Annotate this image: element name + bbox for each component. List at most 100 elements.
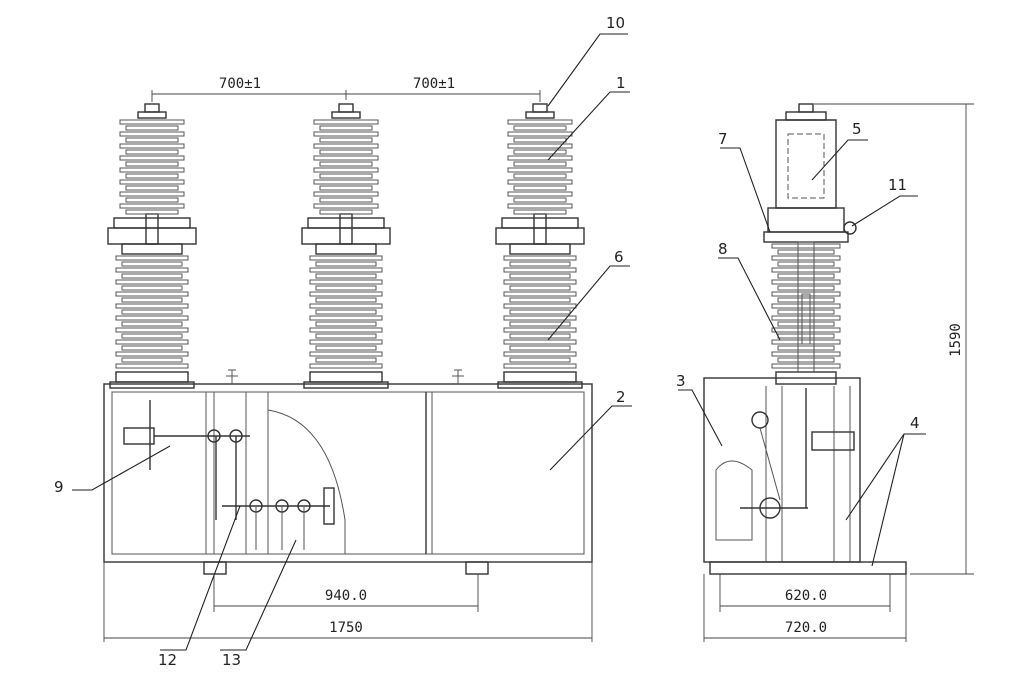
insulator-shed bbox=[771, 255, 841, 261]
callout-10: 10 bbox=[606, 14, 625, 32]
insulator-shed bbox=[313, 155, 379, 161]
insulator-shed bbox=[309, 351, 383, 357]
insulator-shed bbox=[125, 149, 179, 155]
callout-6: 6 bbox=[614, 248, 624, 266]
insulator-shed bbox=[313, 179, 379, 185]
insulator-shed bbox=[503, 267, 577, 273]
callout-1: 1 bbox=[616, 74, 626, 92]
insulator-shed bbox=[319, 149, 373, 155]
insulator-shed bbox=[777, 285, 835, 291]
insulator-shed bbox=[315, 297, 377, 303]
dim-height-side: 1590 bbox=[948, 323, 964, 357]
callout-5: 5 bbox=[852, 120, 862, 138]
insulator-shed bbox=[319, 185, 373, 191]
front-view: 700±1 700±1 940.0 1750 10 1 6 2 bbox=[54, 14, 632, 669]
insulator-shed bbox=[125, 137, 179, 143]
insulator-shed bbox=[503, 291, 577, 297]
insulator-shed bbox=[119, 143, 185, 149]
insulator-shed bbox=[509, 273, 571, 279]
dim-mount-front: 940.0 bbox=[325, 588, 367, 604]
insulator-shed bbox=[119, 203, 185, 209]
insulator-shed bbox=[313, 167, 379, 173]
insulator-shed bbox=[509, 345, 571, 351]
insulator-shed bbox=[509, 285, 571, 291]
insulator-shed bbox=[777, 297, 835, 303]
insulator-shed bbox=[121, 321, 183, 327]
insulator-shed bbox=[309, 279, 383, 285]
insulator-shed bbox=[503, 255, 577, 261]
insulator-shed bbox=[125, 125, 179, 131]
callouts-front: 10 1 6 2 9 12 13 bbox=[54, 14, 632, 669]
insulator-shed bbox=[319, 161, 373, 167]
insulator-shed bbox=[777, 249, 835, 255]
insulator-shed bbox=[507, 179, 573, 185]
insulator-shed bbox=[121, 285, 183, 291]
insulator-shed bbox=[513, 185, 567, 191]
insulator-shed bbox=[771, 303, 841, 309]
dimension-mount-side: 620.0 bbox=[719, 574, 891, 612]
insulator-shed bbox=[777, 309, 835, 315]
insulator-shed bbox=[513, 161, 567, 167]
insulator-shed bbox=[507, 119, 573, 125]
callout-4: 4 bbox=[910, 414, 920, 432]
pole-middle bbox=[301, 103, 391, 389]
insulator-shed bbox=[315, 309, 377, 315]
insulator-shed bbox=[315, 273, 377, 279]
side-cabinet bbox=[703, 377, 907, 575]
insulator-shed bbox=[119, 119, 185, 125]
insulator-shed bbox=[777, 261, 835, 267]
insulator-shed bbox=[115, 267, 189, 273]
insulator-shed bbox=[777, 333, 835, 339]
insulator-shed bbox=[315, 285, 377, 291]
insulator-shed bbox=[513, 197, 567, 203]
insulator-shed bbox=[509, 261, 571, 267]
insulator-shed bbox=[121, 297, 183, 303]
insulator-shed bbox=[313, 143, 379, 149]
insulator-shed bbox=[509, 297, 571, 303]
callout-13: 13 bbox=[222, 651, 241, 669]
insulator-shed bbox=[771, 279, 841, 285]
insulator-shed bbox=[121, 333, 183, 339]
insulator-shed bbox=[503, 351, 577, 357]
insulator-shed bbox=[309, 303, 383, 309]
side-view: 1590 620.0 720.0 5 7 11 8 3 bbox=[676, 103, 974, 642]
insulator-shed bbox=[315, 333, 377, 339]
insulator-shed bbox=[513, 149, 567, 155]
insulator-shed bbox=[121, 345, 183, 351]
insulator-shed bbox=[513, 209, 567, 215]
insulator-shed bbox=[313, 119, 379, 125]
insulator-shed bbox=[319, 197, 373, 203]
mechanism-cabinet bbox=[103, 369, 593, 575]
insulator-shed bbox=[509, 309, 571, 315]
callout-12: 12 bbox=[158, 651, 177, 669]
insulator-shed bbox=[319, 137, 373, 143]
callout-2: 2 bbox=[616, 388, 626, 406]
insulator-shed bbox=[319, 173, 373, 179]
insulator-shed bbox=[319, 209, 373, 215]
insulator-shed bbox=[313, 191, 379, 197]
dim-pitch-left: 700±1 bbox=[219, 76, 261, 92]
insulator-shed bbox=[125, 197, 179, 203]
callouts-side: 5 7 11 8 3 4 bbox=[676, 120, 926, 567]
insulator-shed bbox=[125, 209, 179, 215]
insulator-shed bbox=[777, 357, 835, 363]
insulator-shed bbox=[771, 315, 841, 321]
dimension-width-side: 720.0 bbox=[703, 574, 907, 642]
insulator-shed bbox=[315, 357, 377, 363]
insulator-shed bbox=[513, 173, 567, 179]
insulator-shed bbox=[503, 315, 577, 321]
insulator-shed bbox=[115, 303, 189, 309]
insulator-shed bbox=[121, 261, 183, 267]
pole-right bbox=[495, 103, 585, 389]
insulator-shed bbox=[115, 351, 189, 357]
insulator-shed bbox=[315, 345, 377, 351]
insulator-shed bbox=[309, 267, 383, 273]
insulator-shed bbox=[315, 261, 377, 267]
insulator-shed bbox=[313, 131, 379, 137]
insulator-shed bbox=[119, 155, 185, 161]
insulator-shed bbox=[115, 339, 189, 345]
insulator-shed bbox=[507, 167, 573, 173]
insulator-shed bbox=[509, 357, 571, 363]
insulator-shed bbox=[507, 131, 573, 137]
